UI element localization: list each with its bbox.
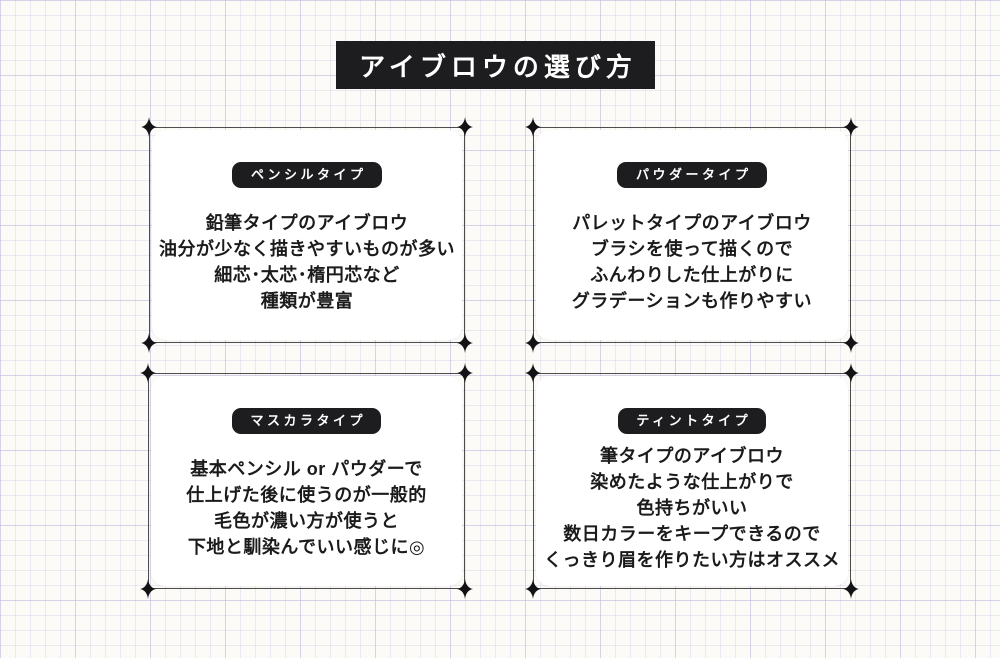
card-text: パレットタイプのアイブロウ ブラシを使って描くので ふんわりした仕上がりに グラ…: [536, 188, 848, 340]
card-text: 筆タイプのアイブロウ 染めたような仕上がりで 色持ちがいい 数日カラーをキープで…: [536, 434, 848, 586]
text-line: ブラシを使って描くので: [590, 238, 794, 259]
text-line: グラデーションも作りやすい: [571, 290, 813, 311]
type-badge: ティントタイプ: [617, 408, 767, 434]
card-text: 鉛筆タイプのアイブロウ 油分が少なく描きやすいものが多い 細芯･太芯･楕円芯など…: [152, 188, 462, 340]
text-line: 染めたような仕上がりで: [590, 471, 794, 492]
text-line: 種類が豊富: [260, 290, 354, 311]
type-badge: ペンシルタイプ: [232, 162, 382, 188]
text-line: くっきり眉を作りたい方はオススメ: [544, 549, 840, 570]
type-badge: パウダータイプ: [617, 162, 767, 188]
text-line: 油分が少なく描きやすいものが多い: [159, 238, 455, 259]
card-tint-type: ティントタイプ 筆タイプのアイブロウ 染めたような仕上がりで 色持ちがいい 数日…: [525, 363, 859, 599]
card-text: 基本ペンシル or パウダーで 仕上げた後に使うのが一般的 毛色が濃い方が使うと…: [151, 434, 462, 586]
text-line: 下地と馴染んでいい感じに◎: [187, 536, 426, 557]
sparkle-icon: [457, 117, 473, 137]
type-badge: マスカラタイプ: [231, 408, 381, 434]
text-line: 筆タイプのアイブロウ: [599, 445, 785, 466]
card-powder-type: パウダータイプ パレットタイプのアイブロウ ブラシを使って描くので ふんわりした…: [525, 117, 859, 353]
card-pencil-type: ペンシルタイプ 鉛筆タイプのアイブロウ 油分が少なく描きやすいものが多い 細芯･…: [141, 117, 473, 353]
sparkle-icon: [457, 363, 473, 383]
text-line: 鉛筆タイプのアイブロウ: [205, 212, 409, 233]
text-line: 仕上げた後に使うのが一般的: [186, 484, 427, 505]
text-line: パレットタイプのアイブロウ: [572, 212, 812, 233]
text-line: 毛色が濃い方が使うと: [214, 510, 399, 531]
card-mascara-type: マスカラタイプ 基本ペンシル or パウダーで 仕上げた後に使うのが一般的 毛色…: [140, 363, 473, 599]
sparkle-icon: [843, 363, 859, 383]
card-body: ティントタイプ 筆タイプのアイブロウ 染めたような仕上がりで 色持ちがいい 数日…: [536, 376, 848, 586]
card-body: ペンシルタイプ 鉛筆タイプのアイブロウ 油分が少なく描きやすいものが多い 細芯･…: [152, 130, 462, 340]
sparkle-icon: [843, 117, 859, 137]
page-title: アイブロウの選び方: [336, 41, 655, 89]
text-line: 基本ペンシル or パウダーで: [190, 458, 423, 479]
card-body: マスカラタイプ 基本ペンシル or パウダーで 仕上げた後に使うのが一般的 毛色…: [151, 376, 462, 586]
card-body: パウダータイプ パレットタイプのアイブロウ ブラシを使って描くので ふんわりした…: [536, 130, 848, 340]
text-line: 色持ちがいい: [636, 497, 748, 518]
text-line: ふんわりした仕上がりに: [590, 264, 794, 285]
text-line: 細芯･太芯･楕円芯など: [214, 264, 400, 285]
text-line: 数日カラーをキープできるので: [563, 523, 821, 544]
